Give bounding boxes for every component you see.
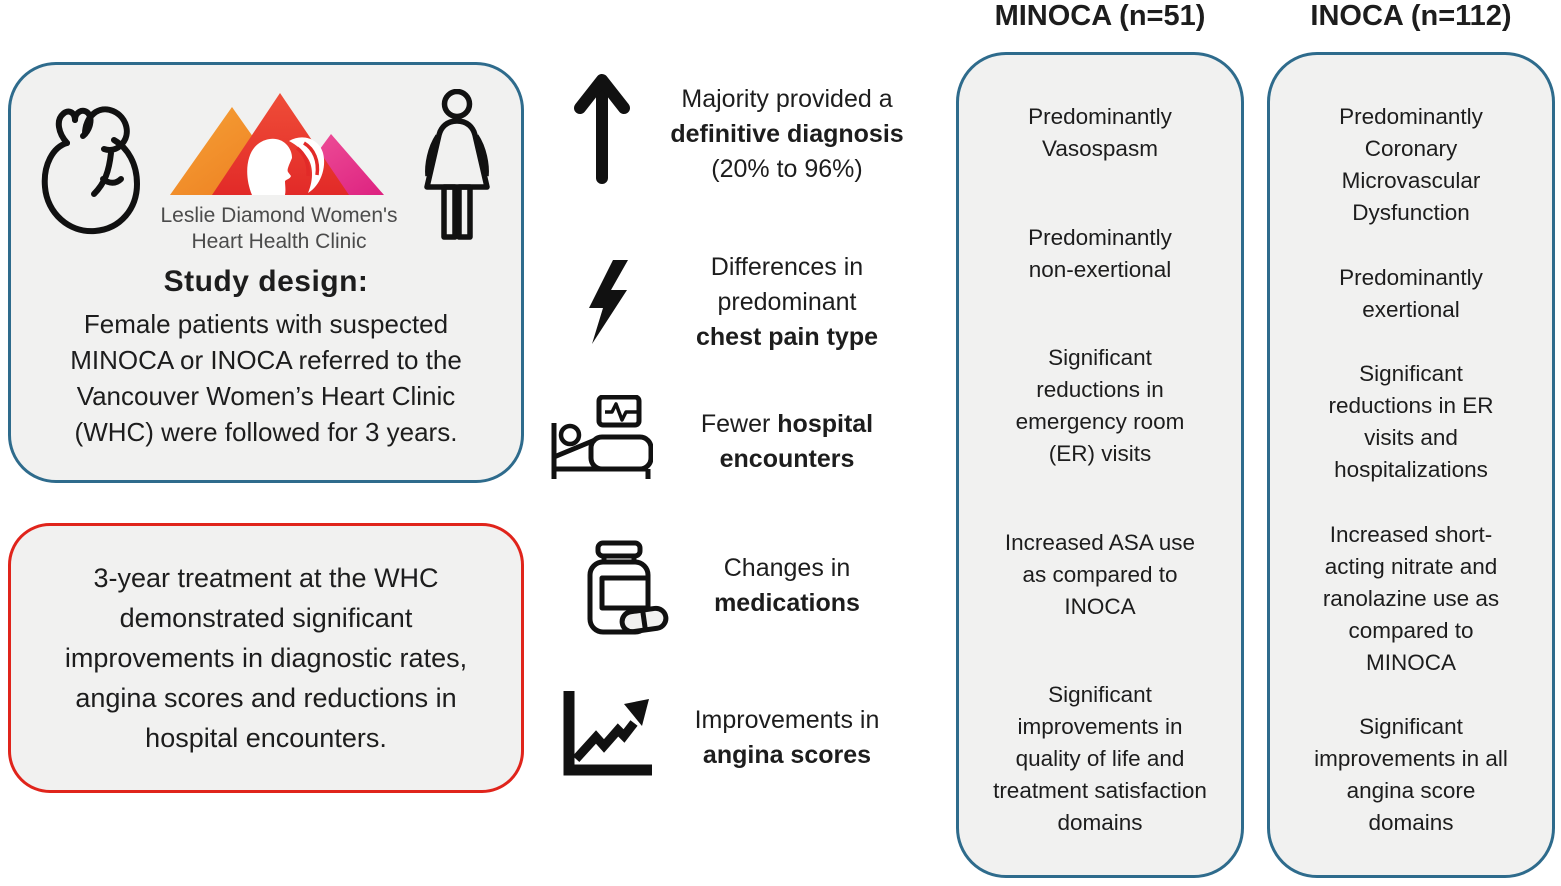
finding-diagnosis-line1: Majority provided a — [681, 85, 893, 113]
inoca-item: Significant improvements in all angina s… — [1314, 714, 1508, 835]
finding-diagnosis-text: Majority provided a definitive diagnosis… — [622, 82, 952, 187]
inoca-item: Increased short- acting nitrate and rano… — [1322, 521, 1500, 675]
medication-icon — [578, 540, 670, 638]
finding-medications-line2: medications — [714, 589, 860, 617]
conclusion-card: 3-year treatment at the WHC demonstrated… — [8, 523, 524, 793]
finding-medications-line1: Changes in — [723, 554, 851, 582]
study-design-heading: Study design: — [163, 265, 369, 298]
minoca-item: Increased ASA use as compared to INOCA — [1004, 529, 1196, 619]
anatomical-heart-icon — [33, 89, 145, 239]
clinic-name: Leslie Diamond Women's Heart Health Clin… — [160, 204, 398, 253]
finding-chest-pain-line3: chest pain type — [696, 323, 878, 351]
inoca-header: INOCA (n=112) — [1310, 0, 1512, 32]
finding-medications-text: Changes in medications — [622, 551, 952, 621]
mountain-logo-icon — [168, 91, 390, 199]
finding-diagnosis-line3: (20% to 96%) — [711, 155, 863, 183]
minoca-item: Predominantly Vasospasm — [1028, 104, 1172, 161]
inoca-card: Predominantly Coronary Microvascular Dys… — [1267, 52, 1555, 878]
finding-chest-pain-line1: Differences in — [710, 253, 864, 281]
finding-angina-line2: angina scores — [702, 741, 872, 769]
lightning-icon — [584, 258, 632, 346]
minoca-header: MINOCA (n=51) — [994, 0, 1206, 32]
arrow-up-icon — [573, 72, 631, 184]
woman-icon — [413, 89, 501, 241]
logo-row: Leslie Diamond Women's Heart Health Clin… — [11, 65, 521, 255]
inoca-item: Predominantly exertional — [1339, 264, 1483, 322]
finding-chest-pain-line2: predominant — [717, 288, 857, 316]
clinic-logo: Leslie Diamond Women's Heart Health Clin… — [153, 89, 405, 255]
finding-angina-text: Improvements in angina scores — [622, 703, 952, 773]
minoca-item: Predominantly non-exertional — [1028, 224, 1172, 282]
minoca-card: Predominantly Vasospasm Predominantly no… — [956, 52, 1244, 878]
inoca-item: Significant reductions in ER visits and … — [1328, 361, 1494, 482]
minoca-item: Significant improvements in quality of l… — [993, 682, 1207, 835]
study-design-card: Leslie Diamond Women's Heart Health Clin… — [8, 62, 524, 483]
study-design-body: Female patients with suspected MINOCA or… — [70, 309, 462, 447]
conclusion-text: 3-year treatment at the WHC demonstrated… — [64, 563, 468, 753]
chart-up-icon — [560, 691, 652, 779]
minoca-item: Significant reductions in emergency room… — [1015, 345, 1185, 466]
finding-angina-line1: Improvements in — [694, 706, 880, 734]
inoca-item: Predominantly Coronary Microvascular Dys… — [1339, 104, 1483, 225]
finding-diagnosis-line2: definitive diagnosis — [670, 120, 904, 148]
finding-hospital-text: Fewer hospital encounters — [622, 407, 952, 477]
finding-hospital-line2: encounters — [719, 445, 855, 473]
finding-chest-pain-text: Differences in predominant chest pain ty… — [622, 250, 952, 355]
finding-hospital-line1: Fewer hospital — [700, 410, 874, 438]
hospital-bed-icon — [549, 395, 653, 481]
